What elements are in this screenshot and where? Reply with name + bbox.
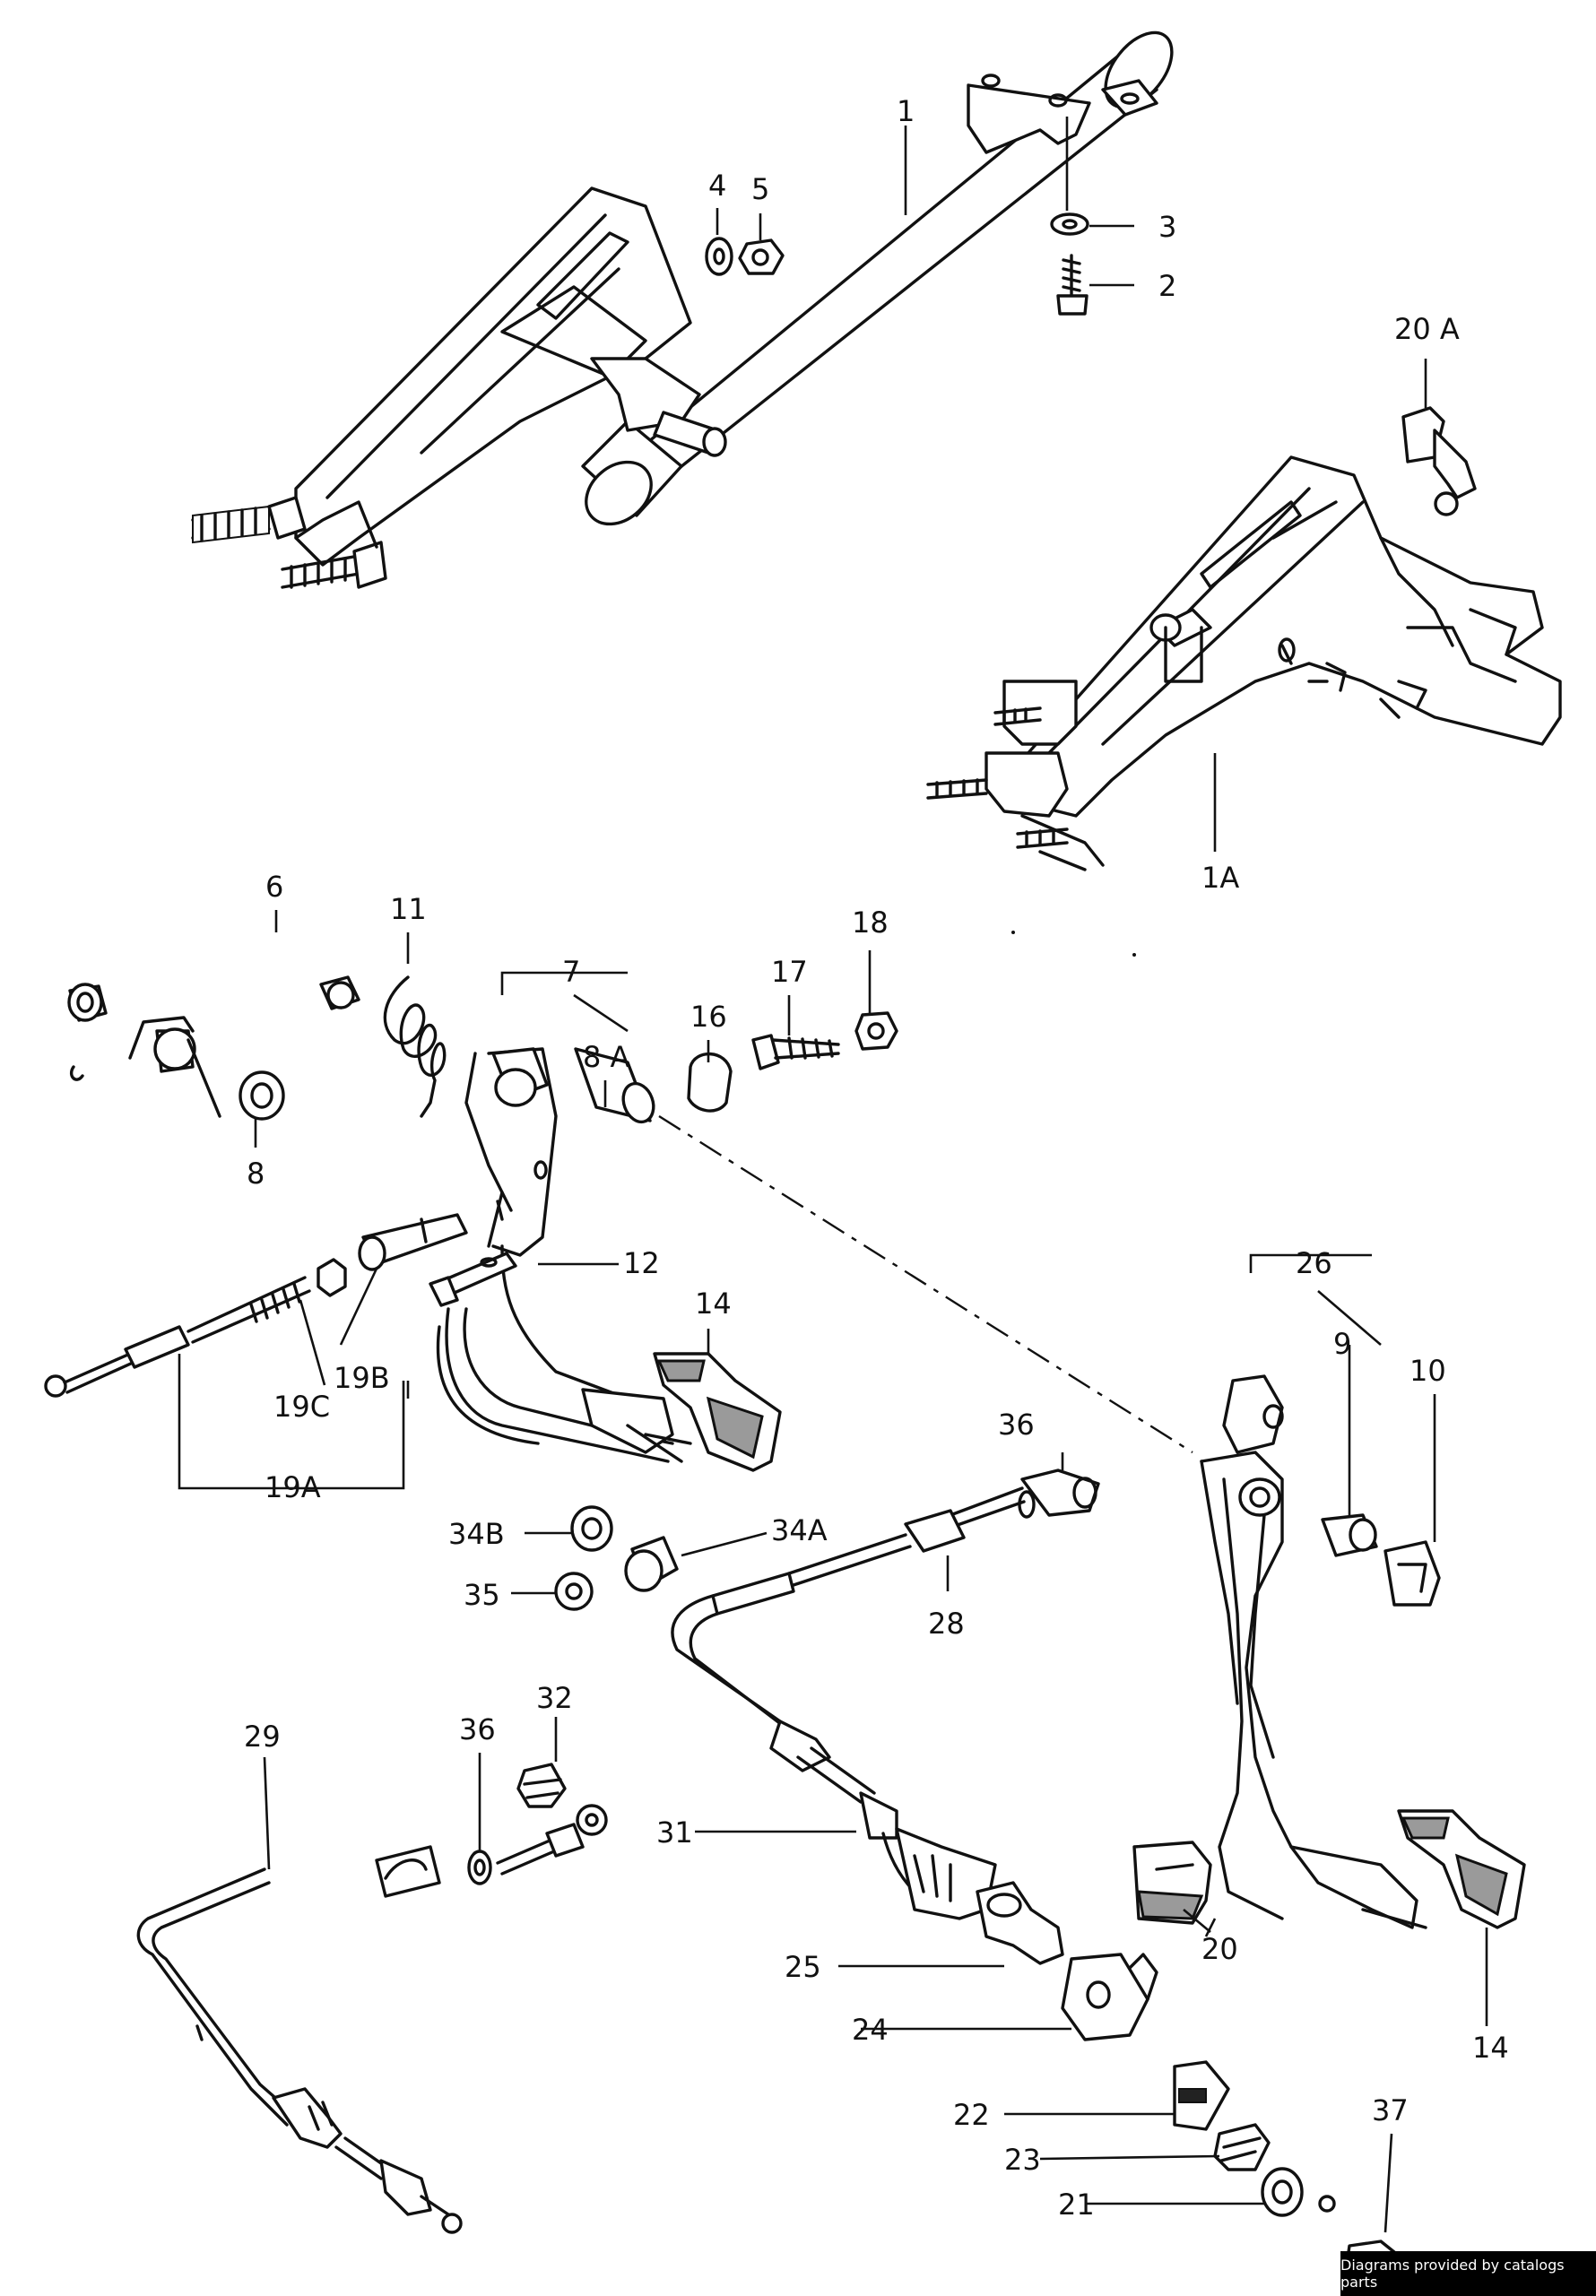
clutch-cable-28 [671, 1469, 1100, 1920]
clutch-pedal-7 [436, 1047, 692, 1463]
callout-8a: 8 A [583, 1040, 630, 1074]
bolt-17 [751, 1034, 840, 1070]
stray-marks [69, 931, 1136, 1081]
callout-16: 16 [690, 1000, 727, 1034]
washer-21 [1261, 2167, 1336, 2217]
callout-19b: 19B [334, 1361, 390, 1395]
callout-20: 20 [1201, 1932, 1238, 1966]
callout-34b: 34B [448, 1517, 505, 1551]
lock-washer-35 [554, 1572, 594, 1611]
clip-10 [1383, 1540, 1441, 1607]
callout-25: 25 [785, 1950, 821, 1984]
callout-6: 6 [265, 870, 283, 904]
callout-2: 2 [1158, 269, 1176, 303]
leader-lines [178, 117, 1488, 2233]
callout-34a: 34A [771, 1513, 828, 1547]
clip-22 [1173, 2060, 1230, 2131]
callout-20a: 20 A [1394, 312, 1460, 346]
sleeve-25 [976, 1881, 1064, 1965]
callout-37: 37 [1372, 2093, 1409, 2127]
clip-20 [1132, 1841, 1212, 1925]
callout-14-left: 14 [695, 1287, 732, 1321]
nut-18 [854, 1011, 898, 1051]
callout-labels: 1 2 3 4 5 20 A 1A 6 11 7 8 A 16 17 18 8 … [244, 94, 1509, 2222]
spacer-24 [1061, 1953, 1158, 2041]
callout-12: 12 [623, 1246, 660, 1280]
callout-19a: 19A [265, 1470, 321, 1504]
callout-10: 10 [1410, 1354, 1446, 1388]
callout-28: 28 [928, 1607, 965, 1641]
cap-16 [687, 1052, 733, 1113]
callout-1a: 1A [1201, 861, 1239, 895]
callout-7: 7 [562, 955, 580, 989]
attribution-badge: Diagrams provided by catalogs parts [1340, 2251, 1596, 2296]
pedal-bracket-1a [926, 455, 1562, 871]
callout-22: 22 [953, 2098, 990, 2132]
bush-small [67, 983, 108, 1022]
screw-2 [1056, 254, 1089, 316]
callout-18: 18 [852, 905, 889, 940]
pedal-bracket-1 [191, 30, 1174, 589]
dust-cap-36-top [1018, 1490, 1036, 1519]
callout-26: 26 [1296, 1246, 1332, 1280]
sleeve-9 [1321, 1513, 1378, 1557]
callout-11: 11 [390, 892, 427, 926]
grommet-34b [570, 1505, 613, 1552]
callout-32: 32 [536, 1681, 573, 1715]
callout-8: 8 [247, 1157, 265, 1191]
callout-36-bottom: 36 [459, 1712, 496, 1746]
bush-8 [239, 1070, 285, 1121]
brake-pedal-26 [1200, 1374, 1427, 1929]
callout-1: 1 [897, 94, 915, 128]
callout-29: 29 [244, 1720, 281, 1754]
callout-17: 17 [771, 955, 808, 989]
grommet-32 [516, 1763, 567, 1808]
grommet-34a [624, 1536, 679, 1592]
callout-31: 31 [656, 1815, 693, 1850]
callout-36-top: 36 [998, 1408, 1035, 1442]
callout-19c: 19C [273, 1390, 330, 1424]
callout-3: 3 [1158, 210, 1176, 244]
washer-4 [705, 237, 733, 276]
accelerator-cable-29 [136, 1845, 463, 2234]
bush-6 [128, 1016, 221, 1118]
clevis-pin-12 [429, 1252, 517, 1307]
callout-14-right: 14 [1472, 2031, 1509, 2065]
push-rod-19a [44, 1213, 468, 1398]
clip-20a [1401, 406, 1477, 516]
sleeve-8a [574, 1047, 655, 1124]
callout-4: 4 [708, 169, 726, 203]
callout-21: 21 [1058, 2188, 1095, 2222]
callout-9: 9 [1333, 1327, 1351, 1361]
callout-23: 23 [1004, 2143, 1041, 2177]
pedal-pad-14-right [1397, 1809, 1526, 1929]
callout-24: 24 [852, 2013, 889, 2047]
callout-35: 35 [464, 1578, 500, 1612]
cable-end-32 [496, 1804, 608, 1876]
callout-5: 5 [751, 172, 769, 206]
washer-3 [1050, 212, 1089, 236]
sleeve-6 [319, 975, 360, 1010]
retainer-23 [1213, 2123, 1271, 2171]
pedal-pad-14-left [653, 1352, 782, 1472]
spring-11 [383, 975, 447, 1118]
nut-5 [738, 238, 785, 275]
dust-cap-36-bottom [467, 1850, 492, 1885]
